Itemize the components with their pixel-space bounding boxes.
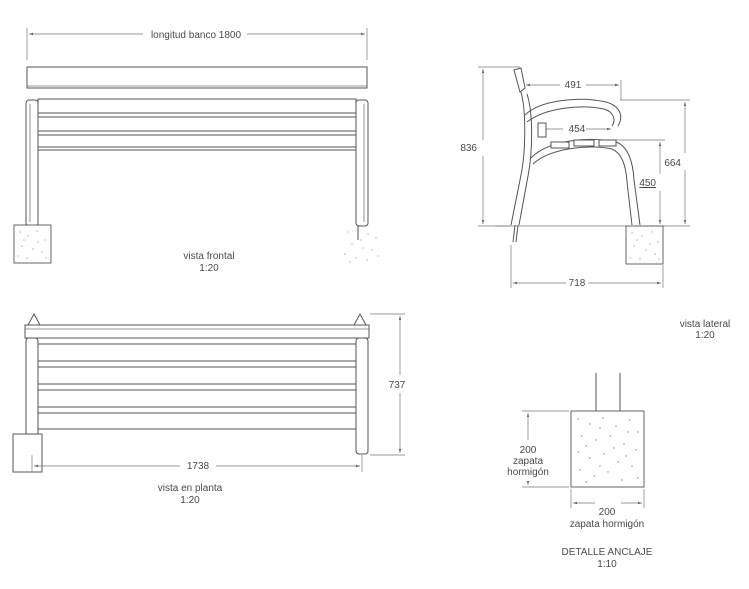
detail-width-value: 200 — [599, 507, 616, 518]
plan-bolt-right — [353, 312, 367, 326]
detail-height-line1: zapata — [513, 456, 543, 467]
side-back-slat — [537, 122, 547, 138]
side-dim-491-label: 491 — [565, 80, 582, 91]
anchor-detail: 200 zapata hormigón 200 zapata hormigón … — [507, 373, 653, 570]
side-armrest-inner — [526, 106, 615, 127]
side-view: 836 491 454 664 450 — [460, 66, 731, 341]
detail-title: DETALLE ANCLAJE — [562, 547, 653, 558]
detail-scale: 1:10 — [597, 559, 617, 570]
side-frame-back-inner — [518, 93, 533, 226]
front-slat-3 — [37, 134, 357, 148]
plan-slat-3 — [37, 389, 357, 408]
front-footing-left — [13, 224, 52, 264]
side-dim-450-label: 450 — [639, 178, 656, 189]
side-seat-slat-1 — [550, 141, 570, 149]
plan-view-scale: 1:20 — [180, 495, 200, 506]
side-seat-slat-2 — [573, 139, 595, 147]
front-slat-2 — [37, 116, 357, 132]
front-view: longitud banco 1800 vista frontal 1:20 — [13, 28, 379, 274]
front-length-label: longitud banco 1800 — [151, 30, 242, 41]
front-leg-right — [355, 99, 369, 227]
side-dim-454-label: 454 — [569, 124, 586, 135]
front-view-title: vista frontal — [183, 251, 234, 262]
side-dim-836-label: 836 — [460, 143, 477, 154]
side-anchor-rod-2 — [515, 224, 519, 243]
side-armrest-outer — [524, 98, 622, 127]
side-backrest-top — [513, 67, 526, 93]
front-backrest-top — [26, 66, 368, 89]
detail-width-line: zapata hormigón — [570, 519, 645, 530]
side-seat-slat-3 — [598, 139, 617, 147]
side-footing — [625, 225, 664, 265]
side-frame-back — [510, 91, 526, 226]
detail-footing-block — [570, 410, 645, 488]
side-view-title: vista lateral — [680, 319, 731, 330]
plan-dim-737-label: 737 — [389, 380, 406, 391]
detail-height-line2: hormigón — [507, 467, 549, 478]
plan-frame-right — [355, 337, 369, 455]
side-dim-718-label: 718 — [569, 278, 586, 289]
side-frame-front — [530, 138, 641, 226]
plan-slat-1 — [37, 343, 357, 362]
plan-slat-4 — [37, 412, 357, 430]
plan-top-rail — [24, 324, 370, 339]
plan-dim-1738-label: 1738 — [187, 461, 210, 472]
front-leg-left — [25, 99, 39, 227]
plan-view: 737 1738 vista en planta 1:20 — [12, 312, 406, 506]
front-slat-1 — [37, 98, 357, 114]
front-view-scale: 1:20 — [199, 263, 219, 274]
side-frame-front-inner — [532, 146, 633, 226]
side-view-scale: 1:20 — [695, 330, 715, 341]
detail-height-value: 200 — [520, 445, 537, 456]
side-anchor-rod — [512, 224, 516, 243]
side-dim-664-label: 664 — [664, 158, 681, 169]
plan-view-title: vista en planta — [158, 483, 223, 494]
plan-bolt-left — [27, 312, 41, 326]
plan-slat-2 — [37, 366, 357, 385]
